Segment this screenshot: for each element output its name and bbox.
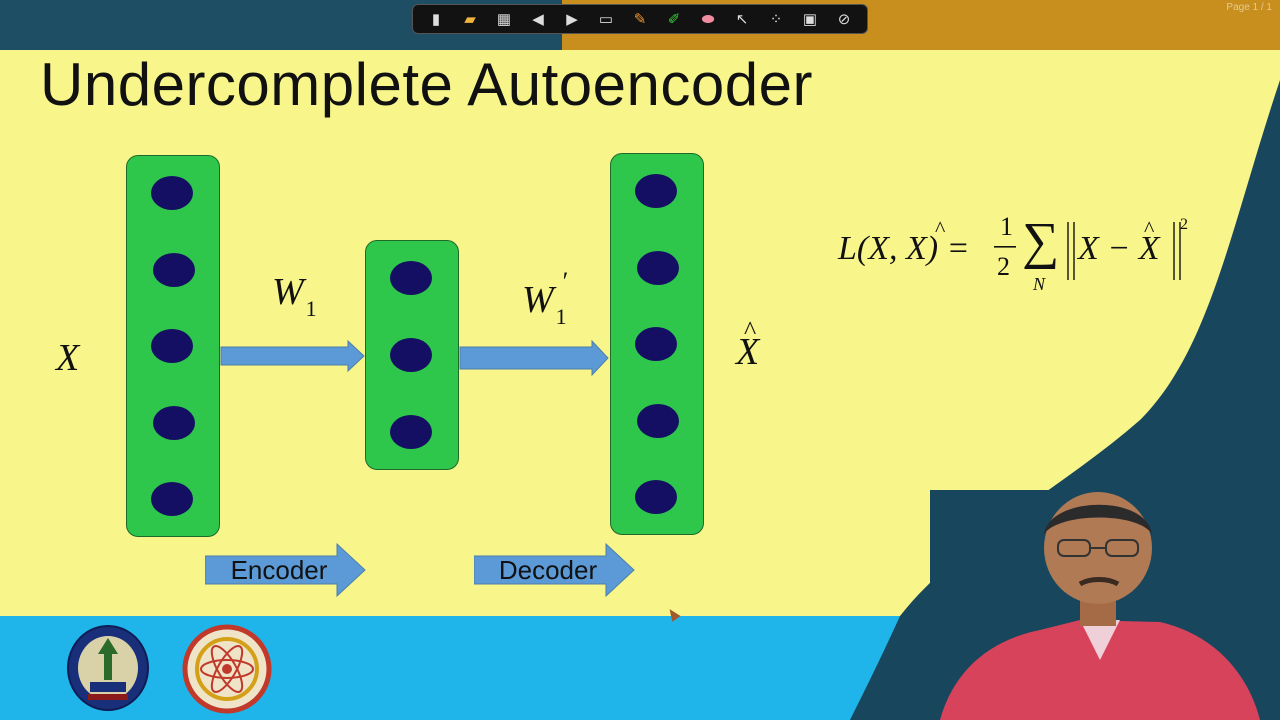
- output-layer: [610, 153, 704, 535]
- laser-icon[interactable]: ⁘: [769, 11, 783, 28]
- norm-bars-left: [1067, 222, 1075, 280]
- neuron-node: [151, 176, 193, 210]
- iit-kharagpur-logo: [66, 624, 150, 714]
- eraser-icon[interactable]: ⬬: [701, 10, 715, 28]
- next-icon[interactable]: ▶: [566, 11, 578, 28]
- neuron-node: [635, 327, 677, 361]
- decoder-label: Decoder: [498, 555, 598, 585]
- formula-exponent: 2: [1180, 216, 1188, 233]
- previous-icon[interactable]: ◀: [532, 11, 544, 28]
- neuron-node: [635, 174, 677, 208]
- institute-emblem-logo: [180, 624, 274, 714]
- encoder-arrow-1: [220, 339, 365, 373]
- output-label: ^ X: [736, 316, 760, 373]
- annotation-toolbar: ▮ ▰ ▦ ◀ ▶ ▭ ✎ ✐ ⬬ ↖ ⁘ ▣ ⊘: [412, 4, 868, 34]
- input-layer: [126, 155, 220, 537]
- encoder-block-arrow: Encoder: [205, 542, 371, 598]
- save-icon[interactable]: ▦: [496, 11, 512, 28]
- fraction-bar: [994, 246, 1016, 248]
- pointer-icon[interactable]: ↖: [735, 11, 749, 28]
- neuron-node: [390, 261, 432, 295]
- decoder-weight-label: W1′: [522, 267, 569, 329]
- neuron-node: [637, 403, 679, 438]
- encoder-weight-label: W1: [272, 271, 317, 321]
- summation-subscript: N: [1033, 274, 1046, 294]
- neuron-node: [151, 482, 193, 516]
- close-icon[interactable]: ⊘: [837, 11, 851, 28]
- hat-accent: ^: [744, 316, 757, 345]
- neuron-node: [390, 338, 432, 372]
- norm-bars-right: [1173, 222, 1181, 280]
- neuron-node: [151, 329, 193, 363]
- hidden-layer: [365, 240, 459, 470]
- footer-band: [0, 616, 960, 720]
- folder-icon[interactable]: ▰: [464, 11, 476, 28]
- highlighter-icon[interactable]: ✐: [667, 11, 681, 28]
- formula-denominator: 2: [997, 252, 1010, 281]
- formula-numerator: 1: [1000, 212, 1013, 241]
- decoder-arrow-1: [459, 339, 609, 377]
- slide-title: Undercomplete Autoencoder: [40, 51, 813, 118]
- decoder-block-arrow: Decoder: [474, 542, 640, 598]
- screen-icon[interactable]: ▭: [598, 11, 614, 28]
- formula-hat-2: ^: [1144, 216, 1155, 241]
- summation-symbol: ∑: [1022, 213, 1060, 270]
- new-page-icon[interactable]: ▮: [431, 11, 441, 28]
- whiteboard-icon[interactable]: ▣: [802, 11, 818, 28]
- neuron-node: [635, 480, 677, 514]
- formula-lhs: L(X, X) =: [838, 230, 970, 267]
- loss-formula: L(X, X) = ^ 1 2 ∑ N X − X ^ 2: [838, 210, 1198, 310]
- pen-icon[interactable]: ✎: [633, 11, 647, 28]
- input-label: X: [56, 337, 80, 379]
- neuron-node: [153, 405, 195, 440]
- neuron-node: [390, 415, 432, 449]
- neuron-node: [153, 252, 195, 287]
- formula-hat-1: ^: [935, 216, 946, 241]
- formula-norm-body: X − X: [1078, 230, 1160, 267]
- presenter-video: [930, 490, 1280, 720]
- encoder-label: Encoder: [230, 555, 328, 585]
- neuron-node: [637, 250, 679, 285]
- page-indicator: Page 1 / 1: [1226, 2, 1272, 13]
